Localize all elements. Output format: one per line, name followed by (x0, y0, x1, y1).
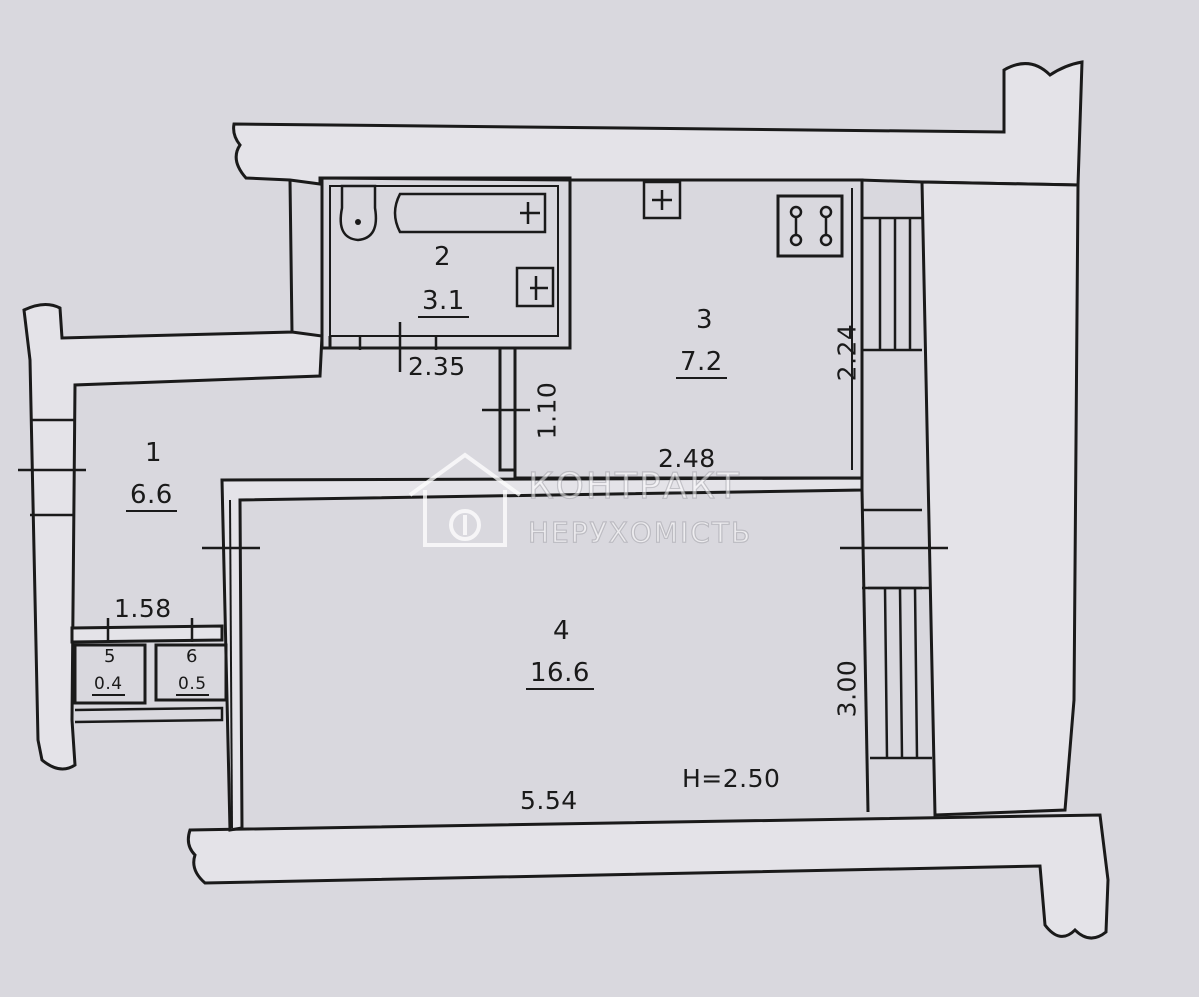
living-window (868, 586, 932, 760)
top-exterior-wall (232, 60, 1084, 187)
dimension-hall-width: 1.58 (114, 594, 172, 623)
bathroom-inner (329, 185, 559, 337)
room-4-area: 16.6 (526, 660, 594, 690)
dimension-bath-width: 2.35 (408, 352, 466, 381)
watermark-line-1: КОНТРАКТ (527, 465, 741, 507)
room-5-number: 5 (104, 646, 116, 667)
watermark-line-2: НЕРУХОМІСТЬ (527, 515, 753, 549)
kitchen-window (862, 216, 922, 352)
room-1-area: 6.6 (126, 482, 177, 512)
dimension-kitchen-width: 2.48 (658, 444, 716, 473)
dimension-living-width: 5.54 (520, 786, 578, 815)
dimension-kitchen-depth: 2.24 (832, 323, 862, 382)
room-1-number: 1 (145, 438, 163, 468)
watermark-logo (408, 452, 522, 547)
right-exterior-wall (920, 180, 1080, 817)
closet-top-wall (70, 624, 224, 644)
room-2-number: 2 (434, 242, 452, 272)
room-2-area: 3.1 (418, 288, 469, 318)
corridor-walls (498, 346, 515, 472)
room-6-area: 0.5 (176, 674, 209, 696)
kitchen-sink (642, 180, 682, 220)
left-shaft-wall (22, 179, 324, 771)
closet-6 (154, 643, 228, 702)
room-4-number: 4 (553, 616, 571, 646)
bath-sink (515, 266, 555, 308)
stove (776, 194, 844, 258)
dimension-living-depth: 3.00 (832, 659, 862, 718)
room-6-number: 6 (186, 646, 198, 667)
living-room-walls (220, 476, 864, 832)
closet-5 (73, 643, 147, 705)
room-3-area: 7.2 (676, 349, 727, 379)
bottom-exterior-wall (186, 813, 1110, 940)
dimension-corridor-width: 1.10 (532, 381, 562, 440)
ceiling-height-label: H=2.50 (682, 764, 781, 793)
kitchen-walls (513, 178, 864, 480)
bathtub (393, 192, 547, 234)
room-3-number: 3 (696, 305, 714, 335)
room-5-area: 0.4 (92, 674, 125, 696)
toilet (339, 184, 378, 242)
